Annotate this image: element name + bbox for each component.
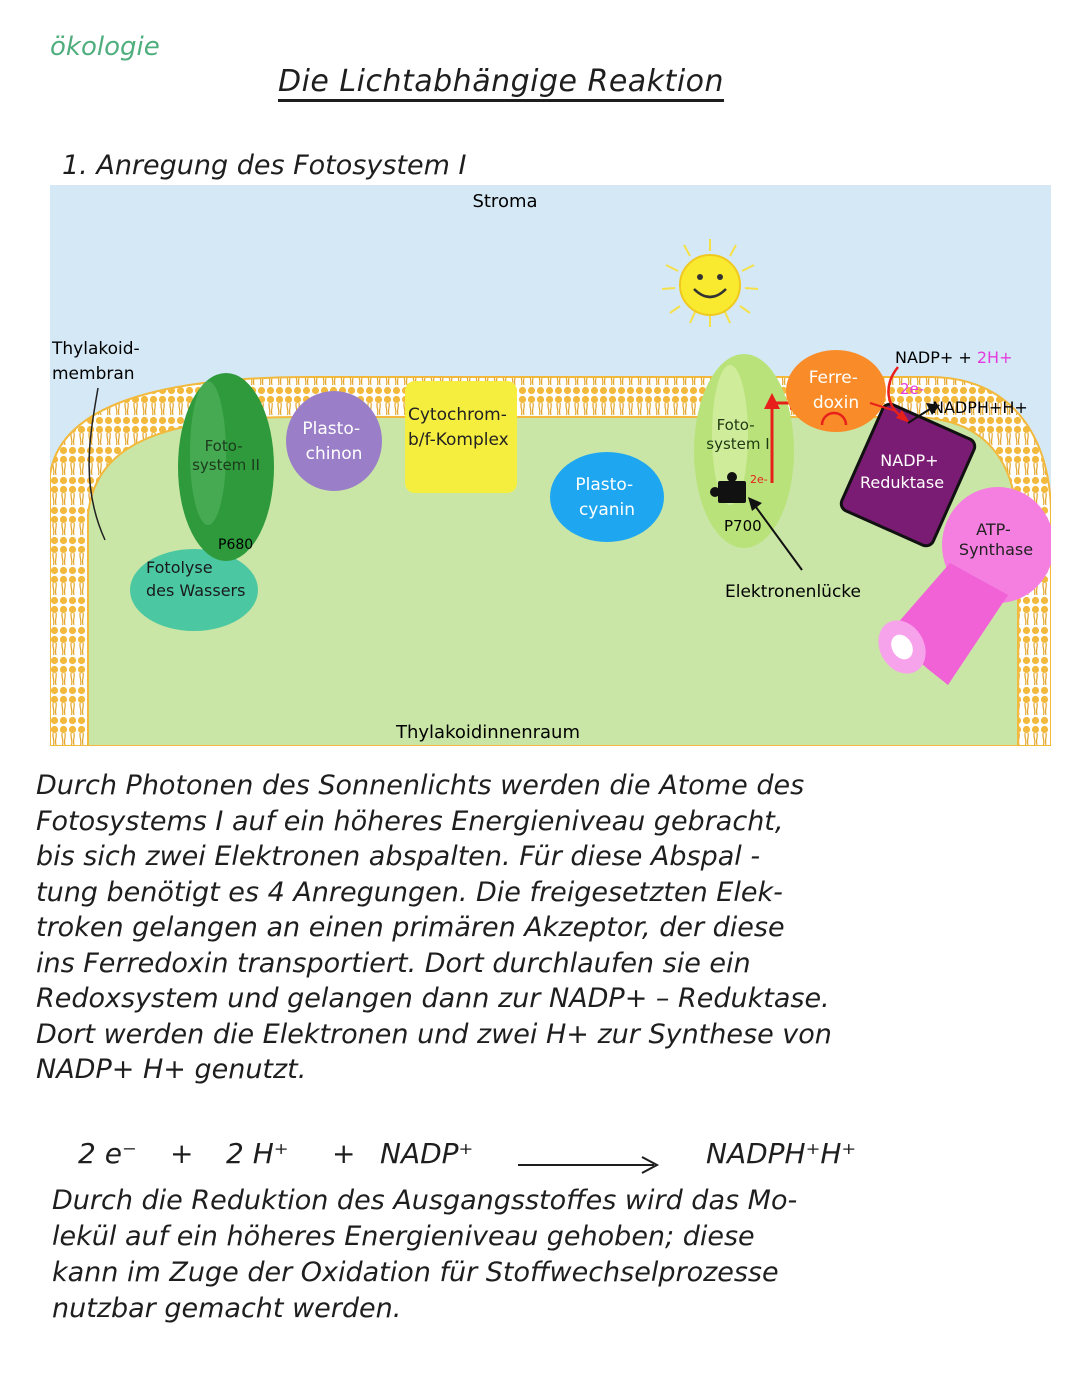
text-line: tung benötigt es 4 Anregungen. Die freig… xyxy=(36,876,783,908)
atp-synthase: ATP- Synthase xyxy=(878,487,1051,685)
text-line: Redoxsystem und gelangen dann zur NADP+ … xyxy=(36,983,830,1014)
equation-protons: 2 H⁺ xyxy=(226,1137,289,1170)
reaction-equation: 2 e⁻ + 2 H⁺ + NADP⁺ NADPH⁺H⁺ xyxy=(78,1137,978,1181)
water-splitting-label: Fotolyse des Wassers xyxy=(146,558,245,600)
text-line: ins Ferredoxin transportiert. Dort durch… xyxy=(36,947,751,979)
text-line: troken gelangen an einen primären Akzept… xyxy=(36,912,785,943)
nadp-plus-label: NADP+ + 2H+ xyxy=(895,348,1013,367)
svg-text:Ferre- doxin: Ferre- doxin xyxy=(809,368,864,413)
membrane-pointer-line xyxy=(88,387,106,541)
reaction-arrow-icon xyxy=(518,1156,660,1174)
stroma-label: Stroma xyxy=(472,191,537,212)
equation-plus: + xyxy=(332,1137,356,1170)
water-splitting-complex xyxy=(130,549,258,631)
text-line: lekül auf ein höheres Energieniveau geho… xyxy=(52,1221,755,1252)
svg-text:Foto- system I: Foto- system I xyxy=(706,416,769,453)
equation-nadp: NADP⁺ xyxy=(380,1137,474,1170)
text-line: Fotosystems I auf ein höheres Energieniv… xyxy=(36,805,784,837)
thylakoid-diagram: Stroma Thylakoidinnenraum Thylakoid- mem… xyxy=(50,185,1051,746)
explanation-paragraph: Durch Photonen des Sonnenlichts werden d… xyxy=(36,768,1066,1088)
redox-cycle-icon xyxy=(820,411,848,426)
text-line: nutzbar gemacht werden. xyxy=(52,1293,402,1324)
electrons-ps1-label: 2e- xyxy=(750,473,768,486)
electron-gap-pointer xyxy=(748,497,803,571)
text-line: NADP+ H+ genutzt. xyxy=(36,1054,307,1085)
svg-text:Plasto- cyanin: Plasto- cyanin xyxy=(575,475,638,520)
text-line: kann im Zuge der Oxidation für Stoffwech… xyxy=(52,1257,779,1288)
svg-text:NADP+ Reduktase: NADP+ Reduktase xyxy=(860,451,944,492)
subject-label: ökologie xyxy=(50,32,160,62)
nadph-label: NADPH+H+ xyxy=(932,398,1028,417)
electrons-nadp-label: 2e- xyxy=(900,380,924,398)
nadp-reductase: NADP+ Reduktase xyxy=(839,402,977,548)
svg-text:ATP- Synthase: ATP- Synthase xyxy=(959,520,1033,559)
plastoquinone: Plasto- chinon xyxy=(286,391,382,491)
p680-label: P680 xyxy=(218,537,253,553)
conclusion-paragraph: Durch die Reduktion des Ausgangsstoffes … xyxy=(52,1183,1062,1327)
membrane-label: Thylakoid- membran xyxy=(51,339,145,384)
text-line: bis sich zwei Elektronen abspalten. Für … xyxy=(36,841,761,872)
plastocyanin: Plasto- cyanin xyxy=(550,452,664,542)
section-heading: 1. Anregung des Fotosystem I xyxy=(62,150,467,181)
page-title: Die Lichtabhängige Reaktion xyxy=(278,64,725,99)
p700-label: P700 xyxy=(724,517,762,535)
ferredoxin: Ferre- doxin xyxy=(786,350,886,432)
lumen-label: Thylakoidinnenraum xyxy=(395,722,580,743)
nadp-conversion-arrow xyxy=(887,366,903,419)
equation-product: NADPH⁺H⁺ xyxy=(706,1137,857,1170)
svg-text:Foto- system II: Foto- system II xyxy=(192,437,260,474)
equation-plus: + xyxy=(170,1137,194,1170)
photosystem-ii: Foto- system II P680 Fotolyse des Wasser… xyxy=(130,373,274,631)
text-line: Dort werden die Elektronen und zwei H+ z… xyxy=(36,1018,832,1050)
primary-acceptor-puzzle-icon xyxy=(718,481,746,503)
svg-text:Plasto- chinon: Plasto- chinon xyxy=(302,419,365,464)
text-line: Durch die Reduktion des Ausgangsstoffes … xyxy=(52,1185,798,1216)
text-line: Durch Photonen des Sonnenlichts werden d… xyxy=(36,770,805,801)
photosystem-i: Foto- system I 2e- P700 xyxy=(694,354,794,548)
equation-electrons: 2 e⁻ xyxy=(78,1137,137,1170)
cytochrome-bf-complex: Cytochrom- b/f-Komplex xyxy=(405,381,517,493)
svg-text:Cytochrom- b/f-Komplex: Cytochrom- b/f-Komplex xyxy=(408,405,512,450)
electron-gap-label: Elektronenlücke xyxy=(725,582,861,602)
sun-icon xyxy=(661,239,759,327)
